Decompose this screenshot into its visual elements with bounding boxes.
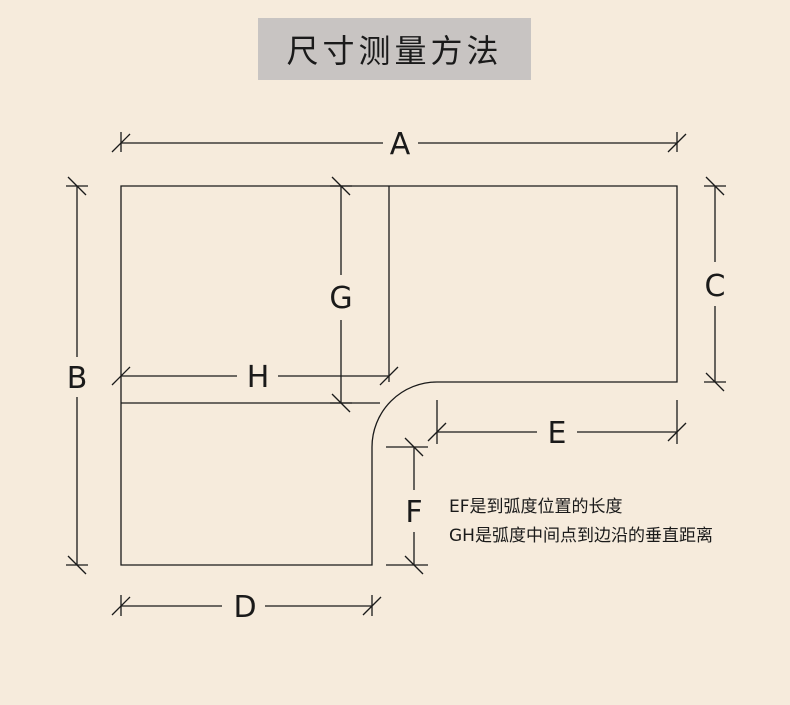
label-h: H <box>247 360 270 395</box>
note-ef: EF是到弧度位置的长度 <box>449 497 623 517</box>
label-f: F <box>405 495 422 530</box>
label-e: E <box>548 416 567 451</box>
desk-outline <box>120 185 678 566</box>
note-gh: GH是弧度中间点到边沿的垂直距离 <box>449 526 713 546</box>
label-a: A <box>390 127 411 162</box>
page-title: 尺寸测量方法 <box>286 32 503 70</box>
title-box: 尺寸测量方法 <box>258 18 531 80</box>
label-d: D <box>233 590 256 625</box>
label-g: G <box>329 281 352 316</box>
label-b: B <box>67 361 88 396</box>
label-c: C <box>705 269 726 304</box>
